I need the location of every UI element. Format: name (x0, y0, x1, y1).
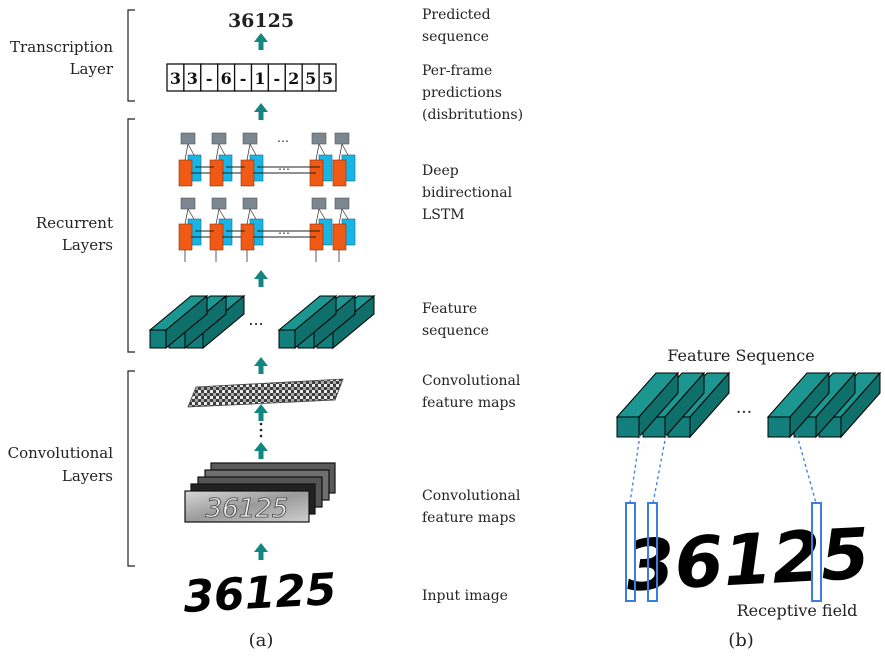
arrow-up-icon (254, 33, 268, 50)
description-lstm-line: LSTM (422, 207, 465, 223)
feature-sequence-ellipsis: ... (248, 310, 263, 329)
description-feature_seq-line: sequence (422, 323, 489, 339)
bracket-label-recurrent-1: Recurrent (36, 214, 113, 232)
receptive-field-boxes (625, 502, 822, 602)
bracket-recurrent (127, 118, 135, 353)
lstm-unit (240, 197, 264, 251)
bracket-label-transcription-1: Transcription (10, 38, 113, 56)
feature-column (766, 371, 831, 439)
bracket-label-recurrent-2: Layers (62, 236, 113, 254)
vertical-ellipsis-icon (259, 422, 263, 438)
bracket-convolutional (127, 370, 135, 567)
arrow-up-icon (254, 404, 268, 421)
lstm-ellipsis: … (277, 131, 289, 145)
lstm-ellipsis: … (278, 159, 290, 173)
feature-sequence-prisms-b (615, 371, 882, 439)
description-conv_maps_1-line: Convolutional (422, 373, 521, 389)
description-feature_seq-line: Feature (422, 301, 477, 317)
frame-cell: 1 (250, 63, 270, 92)
lstm-unit (209, 132, 233, 187)
arrow-up-icon (254, 103, 268, 120)
panel-b-caption: (b) (728, 630, 754, 651)
feature-sequence-ellipsis-b: ... (736, 398, 752, 418)
description-input-line: Input image (422, 588, 508, 604)
frame-cell-label: 5 (305, 69, 316, 88)
conv-feature-map-stack: 36125 (184, 462, 336, 524)
description-per_frame-line: Per-frame (422, 63, 492, 79)
arrow-up-icon (254, 270, 268, 287)
lstm-recurrent-links (191, 230, 320, 238)
feature-column (615, 371, 680, 439)
description-conv_maps_2-line: Convolutional (422, 488, 521, 504)
receptive-field-label: Receptive field (737, 601, 858, 620)
frame-cell-label: - (274, 69, 281, 88)
frame-cell: 3 (183, 63, 202, 92)
frame-cell-label: 3 (187, 69, 198, 88)
lstm-network: … … … (178, 131, 356, 262)
lstm-unit (178, 197, 202, 251)
frame-cell: - (233, 63, 253, 92)
bracket-label-convolutional-1: Convolutional (8, 444, 114, 462)
frame-cell: 6 (217, 63, 236, 92)
description-predicted-line: sequence (422, 29, 489, 45)
input-image-handwriting: 36125 (182, 564, 338, 623)
frame-cell-label: 1 (254, 69, 265, 88)
lstm-unit (240, 132, 264, 187)
frame-cell-label: 2 (288, 69, 299, 88)
description-conv_maps_2-line: feature maps (422, 510, 516, 526)
input-image-handwriting-b: 36125 (624, 513, 871, 608)
description-per_frame-line: (disbritutions) (422, 107, 523, 123)
description-per_frame-line: predictions (422, 85, 502, 101)
frame-cell: 5 (318, 63, 337, 92)
frame-cell-label: 6 (221, 69, 232, 88)
bracket-label-convolutional-2: Layers (62, 467, 113, 485)
frame-cell: - (267, 63, 286, 92)
lstm-recurrent-links (191, 166, 320, 174)
description-column: PredictedsequencePer-framepredictions(di… (422, 7, 523, 604)
lstm-unit (309, 132, 333, 187)
arrow-up-icon (254, 357, 268, 374)
bracket-label-transcription-2: Layer (70, 60, 114, 78)
feature-sequence-title: Feature Sequence (667, 346, 814, 365)
frame-cell: 3 (166, 63, 185, 92)
frame-cell-label: - (240, 69, 247, 88)
frame-cell-label: - (206, 69, 213, 88)
lstm-unit (332, 132, 356, 187)
lstm-unit (209, 197, 233, 251)
feature-column (277, 294, 338, 350)
conv-map-digits: 36125 (206, 494, 289, 524)
panel-a-caption: (a) (249, 630, 274, 651)
description-lstm-line: bidirectional (422, 185, 513, 201)
description-lstm-line: Deep (422, 163, 459, 179)
description-predicted-line: Predicted (422, 7, 491, 23)
lstm-unit (178, 132, 202, 187)
frame-cell-label: 3 (170, 69, 181, 88)
arrow-up-icon (254, 543, 268, 560)
feature-sequence-prisms (148, 294, 376, 350)
lstm-unit (309, 197, 333, 251)
frame-cell: 2 (284, 63, 303, 92)
frame-cell: - (200, 63, 219, 92)
feature-column (148, 294, 209, 350)
lstm-ellipsis: … (278, 223, 290, 237)
bracket-transcription (127, 9, 135, 102)
predicted-sequence-value: 36125 (228, 10, 294, 32)
arrow-up-icon (254, 442, 268, 459)
frame-cell-label: 5 (322, 69, 333, 88)
conv-feature-map-small (187, 378, 344, 408)
lstm-unit (332, 197, 356, 251)
frame-cell: 5 (301, 63, 320, 92)
receptive-field-projection-lines (629, 434, 817, 504)
description-conv_maps_1-line: feature maps (422, 395, 516, 411)
